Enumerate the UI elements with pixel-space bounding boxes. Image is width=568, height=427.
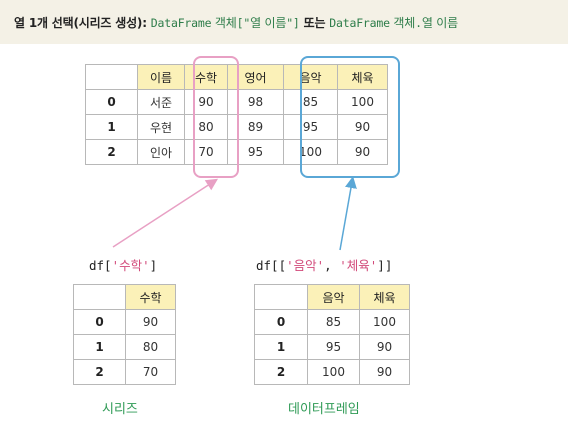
row-index: 2 (73, 359, 126, 385)
table-cell: 90 (337, 114, 388, 140)
banner-label: 열 1개 선택(시리즈 생성): (14, 16, 151, 30)
banner-word-colname: 열 이름 (250, 16, 287, 30)
row-index: 0 (73, 309, 126, 335)
banner-word-object-2: 객체 (389, 16, 416, 30)
math-column-highlight (193, 56, 239, 178)
series-expr-key: '수학' (111, 258, 150, 273)
table-cell: 70 (125, 359, 176, 385)
column-header: 체육 (359, 284, 410, 310)
frame-expr-prefix: df[[ (256, 258, 287, 273)
table-cell: 95 (227, 139, 284, 165)
title-banner: 열 1개 선택(시리즈 생성): DataFrame 객체["열 이름"] 또는… (0, 0, 568, 44)
table-row: 2 70 (73, 359, 176, 385)
table-row: 2 인아 70 95 100 90 (85, 139, 388, 165)
table-cell: 90 (337, 139, 388, 165)
column-header: 음악 (307, 284, 360, 310)
column-header: 수학 (184, 64, 228, 90)
table-row: 0 90 (73, 309, 176, 335)
column-header: 이름 (137, 64, 185, 90)
table-header-row: 음악 체육 (254, 284, 410, 310)
frame-expr-key1: '음악' (286, 258, 325, 273)
table-cell: 80 (184, 114, 228, 140)
row-index: 2 (85, 139, 138, 165)
table-cell: 90 (184, 89, 228, 115)
frame-expression: df[['음악', '체육']] (256, 255, 392, 274)
row-index: 1 (254, 334, 308, 360)
table-cell: 70 (184, 139, 228, 165)
table-header-row: 이름 수학 영어 음악 체육 (85, 64, 388, 90)
row-index: 2 (254, 359, 308, 385)
table-cell: 100 (283, 139, 338, 165)
banner-dot: . (415, 16, 422, 30)
table-cell: 90 (125, 309, 176, 335)
table-row: 1 우현 80 89 95 90 (85, 114, 388, 140)
column-header: 체육 (337, 64, 388, 90)
table-cell: 90 (359, 334, 410, 360)
frame-expr-suffix: ]] (377, 258, 393, 273)
table-cell: 100 (307, 359, 360, 385)
series-expr-prefix: df[ (89, 258, 112, 273)
table-header-row: 수학 (73, 284, 176, 310)
table-cell: 우현 (137, 114, 185, 140)
table-cell: 90 (359, 359, 410, 385)
column-header: 영어 (227, 64, 284, 90)
column-header: 음악 (283, 64, 338, 90)
corner-cell (73, 284, 126, 310)
banner-word-object: 객체 (211, 16, 237, 30)
column-header: 수학 (125, 284, 176, 310)
table-cell: 80 (125, 334, 176, 360)
table-cell: 인아 (137, 139, 185, 165)
frame-caption: 데이터프레임 (288, 402, 360, 417)
banner-bracket-open: [" (236, 16, 251, 30)
banner-word-colname-2: 열 이름 (421, 16, 458, 30)
table-cell: 85 (307, 309, 360, 335)
table-cell: 95 (307, 334, 360, 360)
banner-code-dataframe: DataFrame (150, 16, 212, 30)
frame-expr-sep: , (324, 258, 340, 273)
series-expression: df['수학'] (89, 255, 157, 274)
frame-table: 음악 체육 0 85 100 1 95 90 2 100 90 (254, 284, 410, 385)
table-row: 0 서준 90 98 85 100 (85, 89, 388, 115)
banner-code-dataframe-2: DataFrame (329, 16, 390, 30)
table-row: 0 85 100 (254, 309, 410, 335)
banner-text: 열 1개 선택(시리즈 생성): DataFrame 객체["열 이름"] 또는… (14, 14, 458, 31)
corner-cell (254, 284, 308, 310)
main-dataframe-table: 이름 수학 영어 음악 체육 0 서준 90 98 85 100 1 우현 80… (85, 64, 388, 165)
table-row: 1 95 90 (254, 334, 410, 360)
banner-bracket-close: "] (286, 16, 300, 30)
series-table: 수학 0 90 1 80 2 70 (73, 284, 176, 385)
table-row: 1 80 (73, 334, 176, 360)
series-caption: 시리즈 (102, 402, 138, 417)
table-cell: 100 (359, 309, 410, 335)
banner-word-or: 또는 (299, 16, 330, 30)
frame-expr-key2: '체육' (339, 258, 378, 273)
table-cell: 100 (337, 89, 388, 115)
table-row: 2 100 90 (254, 359, 410, 385)
frame-arrow (339, 176, 357, 251)
table-cell: 85 (283, 89, 338, 115)
series-arrow (112, 178, 219, 248)
row-index: 0 (85, 89, 138, 115)
table-cell: 98 (227, 89, 284, 115)
row-index: 1 (73, 334, 126, 360)
row-index: 1 (85, 114, 138, 140)
series-expr-suffix: ] (149, 258, 158, 273)
row-index: 0 (254, 309, 308, 335)
corner-cell (85, 64, 138, 90)
